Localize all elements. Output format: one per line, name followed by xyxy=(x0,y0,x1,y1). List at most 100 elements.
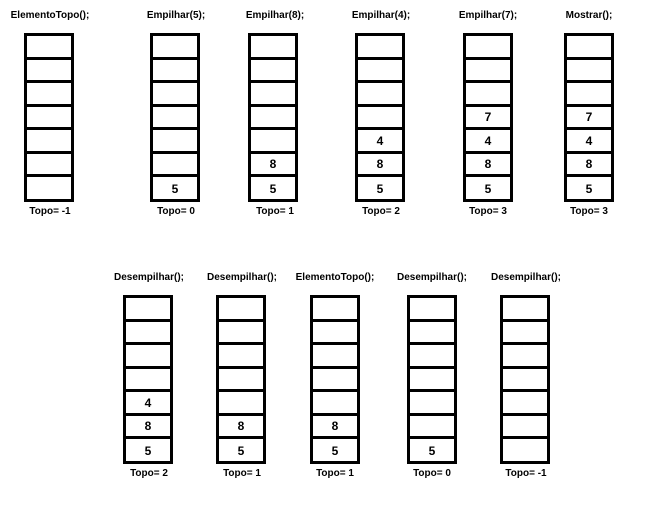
stack-cell: 7 xyxy=(567,107,611,131)
stack-cell: 5 xyxy=(428,444,436,459)
operation-label: Empilhar(5); xyxy=(146,10,206,21)
stack-cell: 8 xyxy=(219,416,263,440)
stack-box xyxy=(24,33,74,202)
stack-cell xyxy=(251,107,295,131)
stack-cell xyxy=(358,36,402,60)
stack-cell: 8 xyxy=(313,416,357,440)
stack-cell xyxy=(358,60,402,84)
operation-label: Empilhar(4); xyxy=(351,10,411,21)
stack-cell xyxy=(251,36,295,60)
stack-cell xyxy=(126,298,170,322)
stack-cell: 8 xyxy=(466,154,510,178)
stack-cell: 8 xyxy=(567,154,611,178)
stack-cell: 5 xyxy=(237,444,245,459)
stack-cell xyxy=(313,322,357,346)
stack-cell: 7 xyxy=(466,107,510,131)
stack-box: 5 xyxy=(407,295,457,464)
stack-cell xyxy=(503,322,547,346)
operation-label: Desempilhar(); xyxy=(490,272,561,283)
stack-cell xyxy=(410,345,454,369)
stack-cell xyxy=(153,154,197,178)
stack-cell xyxy=(27,36,71,60)
stack-cell xyxy=(313,369,357,393)
stack-cell xyxy=(503,392,547,416)
stack-cell xyxy=(567,83,611,107)
topo-label: Topo= 1 xyxy=(316,468,354,479)
stack-cell: 5 xyxy=(376,182,384,197)
stack-cell xyxy=(219,298,263,322)
stack-cell xyxy=(219,322,263,346)
topo-label: Topo= 3 xyxy=(570,206,608,217)
stack-cell: 5 xyxy=(484,182,492,197)
stack-cell xyxy=(410,322,454,346)
stack-cell xyxy=(27,83,71,107)
stack-cell xyxy=(313,392,357,416)
stack-cell xyxy=(410,392,454,416)
operation-label: Desempilhar(); xyxy=(206,272,277,283)
operation-label: Desempilhar(); xyxy=(113,272,184,283)
stack-cell xyxy=(251,60,295,84)
stack-cell xyxy=(153,36,197,60)
stack-cell: 5 xyxy=(144,444,152,459)
stack-cell xyxy=(153,60,197,84)
topo-label: Topo= 1 xyxy=(256,206,294,217)
stack-cell xyxy=(503,345,547,369)
stack-cell xyxy=(126,345,170,369)
stack-cell xyxy=(466,83,510,107)
operation-label: ElementoTopo(); xyxy=(10,10,90,21)
stack-cell xyxy=(503,298,547,322)
stack-cell xyxy=(126,369,170,393)
stack-cell: 5 xyxy=(171,182,179,197)
stack-cell: 5 xyxy=(331,444,339,459)
topo-label: Topo= 3 xyxy=(469,206,507,217)
stack-cell xyxy=(27,177,71,201)
stack-cell xyxy=(358,83,402,107)
topo-label: Topo= 0 xyxy=(157,206,195,217)
stack-cell xyxy=(153,130,197,154)
stack-cell xyxy=(153,107,197,131)
topo-label: Topo= 2 xyxy=(362,206,400,217)
stack-cell: 4 xyxy=(126,392,170,416)
stack-cell xyxy=(503,369,547,393)
stack-cell: 8 xyxy=(126,416,170,440)
stack-cell xyxy=(466,36,510,60)
topo-label: Topo= 2 xyxy=(130,468,168,479)
stack-cell xyxy=(410,369,454,393)
stack-box: 5 xyxy=(150,33,200,202)
stack-cell: 4 xyxy=(567,130,611,154)
topo-label: Topo= -1 xyxy=(505,468,547,479)
topo-label: Topo= 0 xyxy=(413,468,451,479)
stack-cell: 8 xyxy=(358,154,402,178)
stack-cell xyxy=(410,416,454,440)
operation-label: Empilhar(8); xyxy=(245,10,305,21)
operation-label: ElementoTopo(); xyxy=(295,272,375,283)
stack-cell: 4 xyxy=(358,130,402,154)
operation-label: Desempilhar(); xyxy=(396,272,467,283)
stack-cell: 5 xyxy=(269,182,277,197)
stack-cell xyxy=(126,322,170,346)
stack-cell xyxy=(219,345,263,369)
stack-cell: 5 xyxy=(585,182,593,197)
stack-cell xyxy=(503,416,547,440)
topo-label: Topo= 1 xyxy=(223,468,261,479)
topo-label: Topo= -1 xyxy=(29,206,71,217)
stack-cell xyxy=(410,298,454,322)
stack-cell xyxy=(153,83,197,107)
stack-cell xyxy=(27,60,71,84)
stack-cell xyxy=(27,154,71,178)
stack-cell xyxy=(219,392,263,416)
stack-cell xyxy=(27,107,71,131)
stack-cell xyxy=(567,36,611,60)
stack-cell: 8 xyxy=(251,154,295,178)
stack-cell xyxy=(466,60,510,84)
stack-cell xyxy=(313,298,357,322)
stack-box xyxy=(500,295,550,464)
stack-cell xyxy=(219,369,263,393)
operation-label: Empilhar(7); xyxy=(458,10,518,21)
stack-cell xyxy=(27,130,71,154)
